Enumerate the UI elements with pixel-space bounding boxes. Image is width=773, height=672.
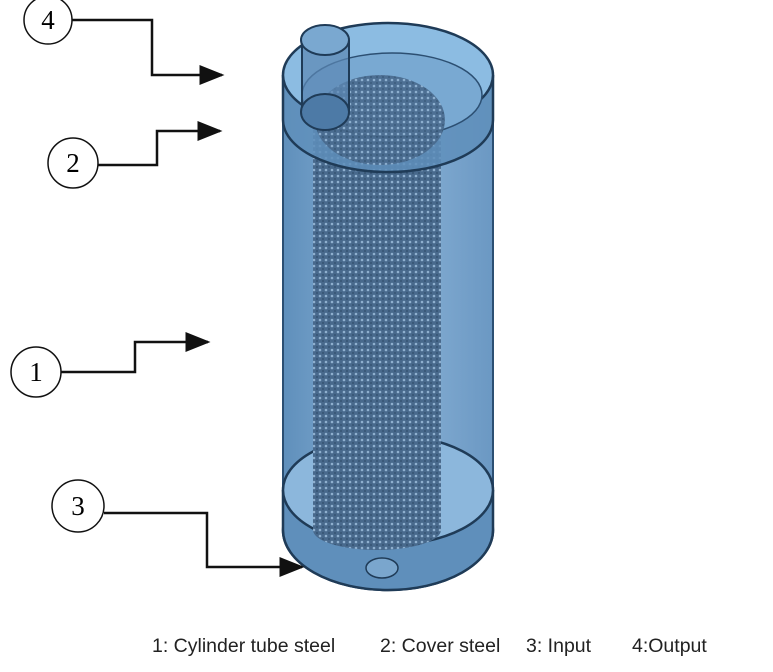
callout-2-label: 2 — [66, 148, 80, 178]
callout-1-label: 1 — [29, 357, 43, 387]
callout-4: 4 — [23, 0, 225, 85]
callout-2: 2 — [47, 121, 223, 189]
callout-3: 3 — [51, 479, 305, 577]
callout-3-label: 3 — [71, 491, 85, 521]
arrow-4 — [72, 18, 225, 85]
arrow-1 — [61, 332, 211, 374]
arrow-3 — [104, 511, 305, 577]
callout-4-label: 4 — [41, 5, 55, 35]
caption-item-4: 4:Output — [632, 635, 707, 657]
legend-caption: 1: Cylinder tube steel 2: Cover steel 3:… — [152, 635, 707, 657]
caption-item-1: 1: Cylinder tube steel — [152, 635, 335, 657]
mesh-packing — [313, 110, 441, 550]
callout-1: 1 — [10, 332, 211, 398]
arrow-2 — [98, 121, 223, 167]
caption-item-2: 2: Cover steel — [380, 635, 500, 657]
caption-item-3: 3: Input — [526, 635, 592, 657]
output-pipe — [300, 24, 350, 131]
